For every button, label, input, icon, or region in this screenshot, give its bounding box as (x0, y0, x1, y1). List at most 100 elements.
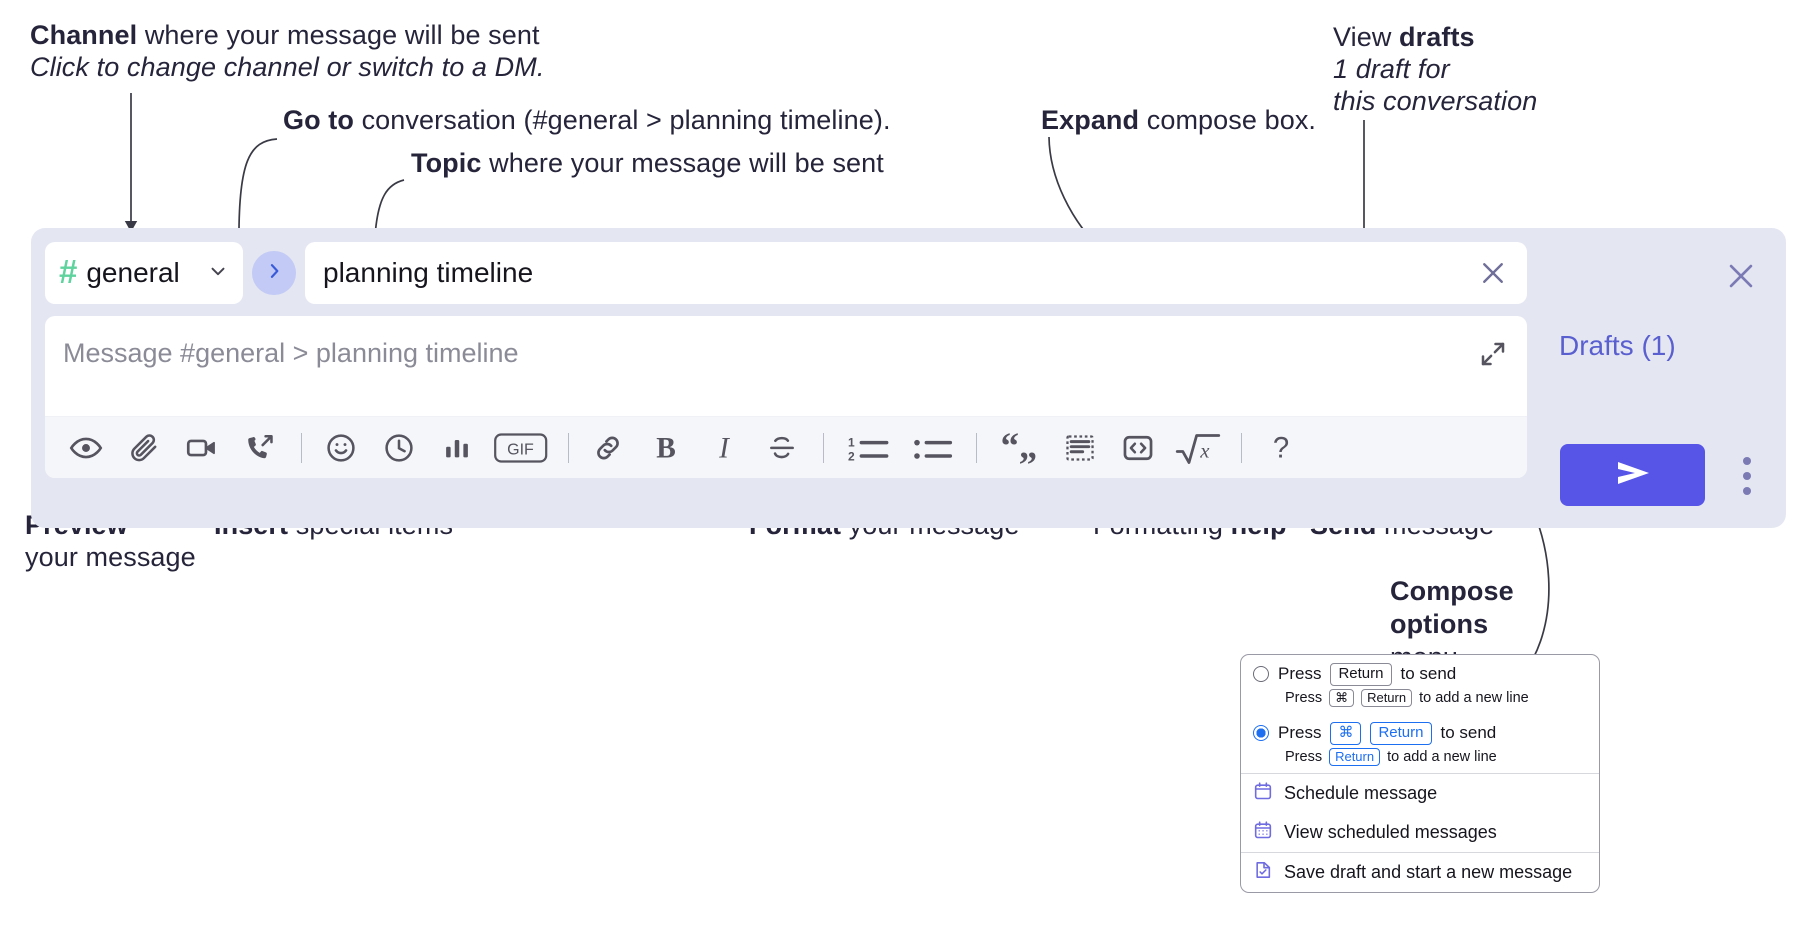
annotation-channel-bold: Channel (30, 20, 138, 50)
formatting-toolbar: GIF B I 1 (45, 416, 1527, 478)
annotation-expand: Expand compose box. (1041, 105, 1316, 137)
hash-icon: # (59, 252, 78, 290)
annotation-topic: Topic where your message will be sent (411, 148, 884, 180)
gif-icon[interactable]: GIF (492, 425, 550, 471)
menu-item-label: Save draft and start a new message (1284, 862, 1573, 882)
clock-icon[interactable] (376, 425, 422, 471)
message-compose-box: # general planning timeline Messag (31, 228, 1786, 528)
key-return: Return (1329, 747, 1381, 766)
more-options-icon (1743, 487, 1751, 495)
annotation-channel-rest: where your message will be sent (137, 20, 540, 50)
video-icon[interactable] (179, 425, 225, 471)
message-input[interactable]: Message #general > planning timeline (45, 316, 1527, 416)
calendar-grid-icon (1253, 820, 1273, 845)
link-icon[interactable] (585, 425, 631, 471)
preview-icon[interactable] (63, 425, 109, 471)
annotation-compose-options-bold1: Compose (1390, 576, 1514, 606)
svg-text:?: ? (1273, 432, 1289, 464)
emoji-icon[interactable] (318, 425, 364, 471)
audio-call-icon[interactable] (237, 425, 283, 471)
annotation-compose-options-bold2: options (1390, 608, 1489, 639)
annotation-drafts-italic2: this conversation (1333, 85, 1538, 116)
toolbar-divider (823, 432, 824, 463)
drafts-link[interactable]: Drafts (1) (1559, 330, 1676, 361)
close-compose-button[interactable] (1719, 256, 1763, 300)
compose-main-column: # general planning timeline Messag (45, 242, 1527, 478)
poll-icon[interactable] (434, 425, 480, 471)
chevron-right-icon (264, 261, 284, 286)
annotation-goto-rest: conversation (#general > planning timeli… (353, 105, 891, 135)
annotation-topic-rest: where your message will be sent (481, 148, 884, 178)
message-input-wrapper: Message #general > planning timeline (45, 316, 1527, 478)
toolbar-divider (301, 432, 302, 463)
send-icon (1609, 456, 1657, 495)
compose-options-menu: Press Return to send Press ⌘ Return to a… (1240, 654, 1600, 893)
compose-options-button[interactable] (1729, 450, 1765, 502)
blockquote-icon[interactable]: “„ (993, 425, 1045, 471)
annotation-drafts: View drafts 1 draft for this conversatio… (1333, 22, 1537, 118)
code-block-icon[interactable] (1057, 425, 1103, 471)
toolbar-divider (976, 432, 977, 463)
expand-icon[interactable] (1473, 334, 1513, 374)
annotation-goto: Go to conversation (#general > planning … (283, 105, 891, 137)
channel-selector[interactable]: # general (45, 242, 243, 304)
more-options-icon (1743, 457, 1751, 465)
channel-name: general (86, 257, 180, 288)
menu-item-label: View scheduled messages (1284, 822, 1497, 842)
menu-option1-subtext: Press ⌘ Return to add a new line (1241, 688, 1599, 714)
close-icon[interactable] (1471, 251, 1515, 295)
topic-value: planning timeline (323, 257, 534, 288)
bullet-list-icon[interactable] (908, 425, 958, 471)
svg-text:1: 1 (848, 435, 855, 449)
math-icon[interactable]: x (1173, 425, 1223, 471)
message-placeholder: Message #general > planning timeline (63, 338, 519, 368)
menu-option2-subtext: Press Return to add a new line (1241, 747, 1599, 773)
menu-option2-post: to send (1440, 723, 1497, 743)
bold-icon[interactable]: B (643, 425, 689, 471)
annotation-channel-italic: Click to change channel or switch to a D… (30, 51, 545, 82)
menu-option1-sub-post: to add a new line (1419, 689, 1529, 706)
radio-button[interactable] (1253, 666, 1269, 683)
goto-conversation-button[interactable] (252, 251, 296, 295)
key-command: ⌘ (1329, 688, 1355, 707)
menu-item-save-draft[interactable]: Save draft and start a new message (1241, 853, 1599, 892)
topic-input[interactable]: planning timeline (305, 242, 1527, 304)
annotation-topic-bold: Topic (411, 148, 482, 178)
ordered-list-icon[interactable]: 1 2 (840, 425, 896, 471)
attachment-icon[interactable] (121, 425, 167, 471)
menu-item-label: Schedule message (1284, 783, 1438, 803)
send-button[interactable] (1560, 444, 1705, 506)
compose-header-row: # general planning timeline (45, 242, 1527, 304)
annotation-expand-bold: Expand (1041, 105, 1140, 135)
svg-text:“„: “„ (1001, 431, 1038, 465)
menu-option1-sub-pre: Press (1285, 689, 1323, 706)
toolbar-divider (1241, 432, 1242, 463)
menu-option1-pre: Press (1278, 664, 1322, 684)
toolbar-divider (568, 432, 569, 463)
annotation-drafts-bold: drafts (1399, 22, 1475, 52)
svg-text:GIF: GIF (507, 441, 534, 458)
svg-text:I: I (718, 432, 730, 464)
strikethrough-icon[interactable] (759, 425, 805, 471)
svg-text:2: 2 (848, 449, 855, 463)
key-command: ⌘ (1330, 722, 1362, 745)
menu-item-view-scheduled-messages[interactable]: View scheduled messages (1241, 813, 1599, 852)
code-icon[interactable] (1115, 425, 1161, 471)
close-icon (1724, 259, 1758, 298)
menu-item-schedule-message[interactable]: Schedule message (1241, 774, 1599, 813)
menu-option2-sub-pre: Press (1285, 748, 1323, 765)
menu-option-return-to-send[interactable]: Press Return to send (1241, 655, 1599, 688)
help-icon[interactable]: ? (1258, 425, 1304, 471)
annotation-drafts-italic1: 1 draft for (1333, 53, 1450, 84)
menu-option2-sub-post: to add a new line (1387, 748, 1497, 765)
menu-option-cmd-return-to-send[interactable]: Press ⌘ Return to send (1241, 714, 1599, 747)
svg-text:x: x (1199, 440, 1210, 462)
menu-divider (1241, 852, 1599, 853)
menu-option2-pre: Press (1278, 723, 1322, 743)
save-draft-icon (1253, 860, 1273, 885)
radio-button-selected[interactable] (1253, 725, 1269, 742)
italic-icon[interactable]: I (701, 425, 747, 471)
key-return: Return (1361, 688, 1413, 707)
more-options-icon (1743, 472, 1751, 480)
annotation-goto-bold: Go to (283, 105, 354, 135)
